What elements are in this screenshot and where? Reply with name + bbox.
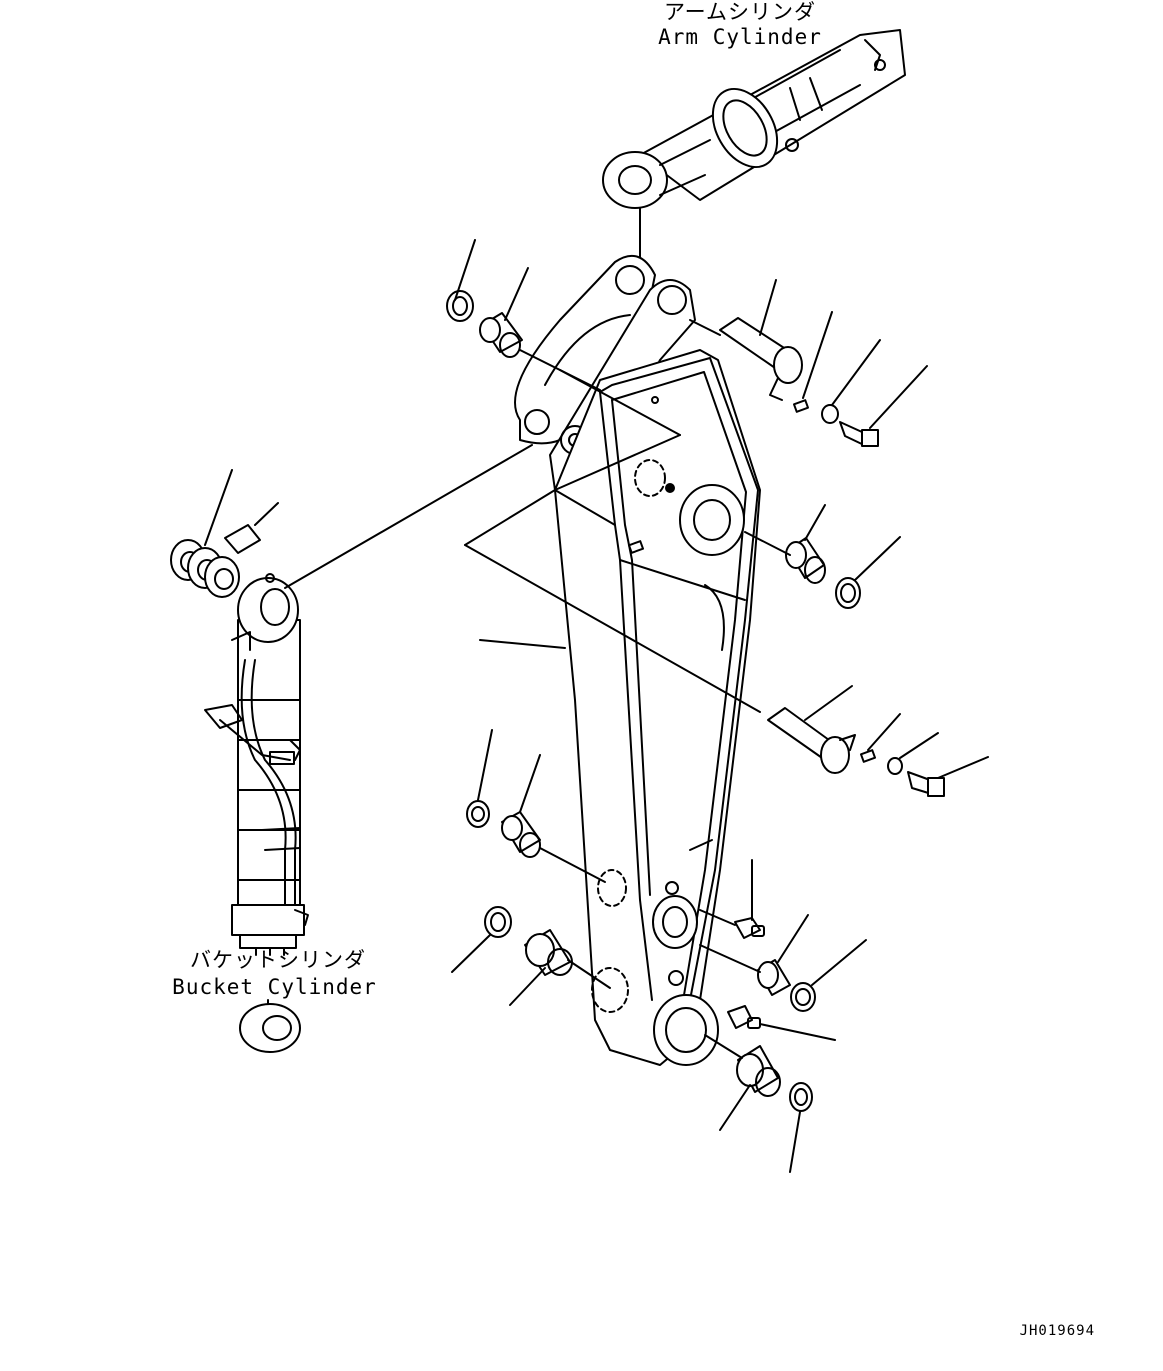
lower-pin-right bbox=[768, 686, 988, 796]
bucket-cylinder-leader bbox=[285, 445, 532, 588]
bucket-cylinder-label-en: Bucket Cylinder bbox=[172, 975, 377, 999]
lower-bushing-left bbox=[452, 730, 610, 1005]
arm-cylinder bbox=[603, 30, 905, 208]
drawing-code: JH019694 bbox=[1019, 1323, 1095, 1339]
arm-body bbox=[515, 256, 760, 1065]
lower-fittings-right bbox=[700, 860, 866, 1172]
bucket-cylinder-label-jp: バケットシリンダ bbox=[190, 948, 366, 972]
assembly-leaders bbox=[465, 370, 760, 712]
bucket-cylinder bbox=[205, 574, 308, 1052]
mid-bushing-right bbox=[745, 505, 900, 608]
arm-cylinder-label-jp: アームシリンダ bbox=[663, 0, 817, 24]
upper-bushing-left bbox=[447, 240, 600, 390]
shim-washers bbox=[171, 470, 278, 597]
arm-cylinder-label-en: Arm Cylinder bbox=[658, 25, 822, 49]
upper-pin-right bbox=[690, 280, 927, 446]
